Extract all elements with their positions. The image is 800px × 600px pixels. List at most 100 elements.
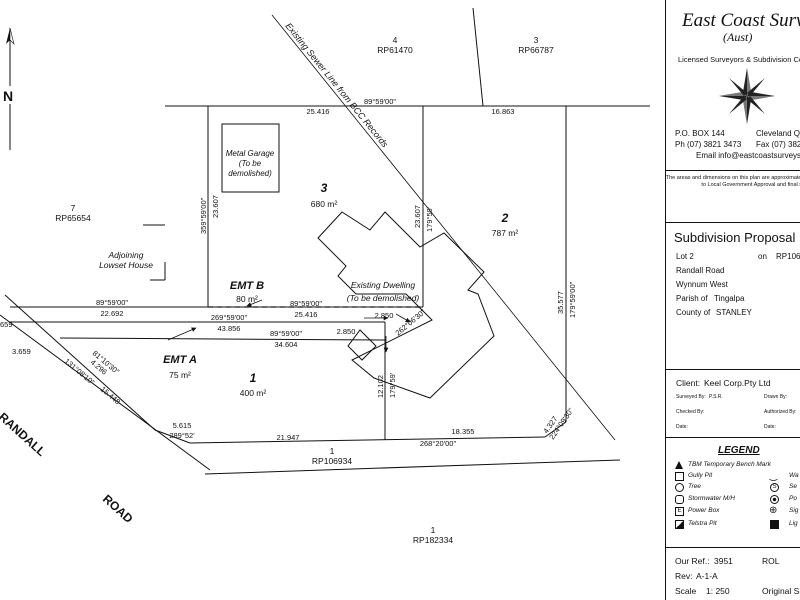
lot4-rp: RP61470: [377, 45, 413, 55]
original-size: Original Si: [762, 586, 800, 596]
city: Cleveland Q: [756, 129, 800, 138]
garage-label-1: Metal Garage: [226, 149, 275, 158]
power-pole-icon: [770, 495, 779, 504]
lot3-label: 3: [321, 181, 328, 195]
dim-top-bearing: 89°59'00": [364, 97, 396, 106]
lot3-area: 680 m²: [311, 199, 338, 209]
garage-label-3: demolished): [228, 169, 272, 178]
legend-item-gully: Gully Pit: [688, 472, 713, 479]
lot1-road-rp: RP182334: [413, 535, 453, 545]
dim-len-43856: 43.856: [218, 324, 241, 333]
company-sub: (Aust): [723, 30, 753, 44]
dim-lot3-east-bearing: 179°59': [425, 206, 434, 232]
county: STANLEY: [716, 308, 752, 317]
rev-label: Rev:: [675, 571, 693, 581]
rev: A-1-A: [696, 571, 718, 581]
triangle-icon: [675, 461, 683, 469]
surveyed-by: P.S.R.: [709, 394, 723, 400]
existing-dwelling: [317, 211, 495, 399]
dim-bearing-179b: 179°59': [388, 372, 397, 398]
dim-emtb-bearing: 89°59'00": [290, 299, 322, 308]
dwelling-label-2: (To be demolished): [347, 293, 420, 303]
garage-label-2: (To be: [239, 159, 262, 168]
legend-item-stormwater: Stormwater M/H: [688, 495, 735, 502]
dim-len-18355: 18.355: [452, 427, 475, 436]
sewer-note: Existing Sewer Line from BCC Records: [283, 21, 390, 150]
our-ref: 3951: [714, 556, 733, 566]
title-block: East Coast Surveyors (Aust) Licensed Sur…: [665, 0, 800, 600]
octagon-icon: [675, 495, 684, 504]
tree-icon: [675, 483, 684, 492]
dimension-arrows: [167, 299, 411, 353]
dim-lot3-west-bearing: 359°59'00": [199, 197, 208, 234]
e-box-icon: E: [675, 507, 684, 516]
legend-box: LEGEND TBM Temporary Bench Mark Gully Pi…: [666, 437, 800, 548]
lot1-area: 400 m²: [240, 388, 267, 398]
lot1-south-number: 1: [330, 446, 335, 456]
dim-len-15448: 15.448: [99, 385, 122, 407]
dim-lot3-west-len: 23.607: [211, 195, 220, 218]
company-tagline: Licensed Surveyors & Subdivision Consult…: [678, 55, 800, 64]
dim-top-left: 25.416: [307, 107, 330, 116]
phone: Ph (07) 3821 3473: [675, 140, 742, 149]
client-box: Client: Keel Corp.Pty Ltd Surveyed By: P…: [666, 369, 800, 438]
dim-bearing-289: 289°52': [169, 431, 195, 440]
legend-item-water: Wa: [789, 472, 799, 479]
water-meter-icon: ⏝: [769, 470, 778, 480]
company-header: East Coast Surveyors (Aust) Licensed Sur…: [666, 0, 800, 171]
footer-box: Our Ref.: 3951 ROL Rev: A-1-A Scale 1: 2…: [666, 547, 800, 600]
emt-a-area: 75 m²: [169, 370, 191, 380]
sign-icon: ⊕: [769, 505, 778, 516]
fax: Fax (07) 382: [756, 140, 800, 149]
lot2-area: 787 m²: [492, 228, 519, 238]
adjoining-label: Adjoining: [108, 250, 144, 260]
date-label-left: Date:: [676, 424, 688, 430]
dim-len-5615: 5.615: [173, 421, 192, 430]
emt-b-label: EMT B: [230, 280, 264, 292]
dim-right-bearing: 179°59'00": [568, 281, 577, 318]
sewer-icon: S: [770, 483, 779, 492]
parish-label: Parish of: [676, 294, 708, 303]
rol: ROL: [762, 556, 780, 566]
legend-item-telstra: Telstra Pit: [688, 520, 717, 527]
dim-right-len: 35.577: [556, 291, 565, 314]
emt-b-area: 80 m²: [236, 294, 258, 304]
county-label: County of: [676, 308, 711, 317]
dimension-labels: 89°59'00" 25.416 16.863 359°59'00" 23.60…: [0, 97, 577, 448]
adjoining-house: [143, 224, 166, 281]
client-label: Client:: [676, 378, 701, 388]
surveyed-by-label: Surveyed By:: [676, 394, 706, 400]
north-arrow-icon: N: [1, 27, 17, 150]
dim-bearing-269: 269°59'00": [211, 313, 248, 322]
dim-left-len: 22.692: [101, 309, 124, 318]
lot-number: Lot 2: [676, 252, 694, 261]
po-box: P.O. BOX 144: [675, 129, 725, 138]
dwelling-label-1: Existing Dwelling: [351, 280, 416, 290]
metal-garage: [221, 123, 280, 193]
disclaimer-text: The areas and dimensions on this plan ar…: [666, 175, 800, 188]
parish: Tingalpa: [714, 294, 745, 303]
legend-item-sign: Sig: [789, 507, 799, 514]
emt-a-label: EMT A: [163, 354, 197, 366]
road-name: Randall Road: [676, 266, 725, 275]
email: Email info@eastcoastsurveys.co: [696, 151, 800, 160]
lot1-label: 1: [250, 371, 257, 385]
lot1-road-number: 1: [431, 525, 436, 535]
legend-item-sewer: Se: [789, 483, 797, 490]
legend-item-power-pole: Po: [789, 495, 797, 502]
dim-lot3-east-len: 23.607: [413, 205, 422, 228]
north-label: N: [3, 88, 13, 104]
dim-emtb-len: 25.416: [295, 310, 318, 319]
proposal-title: Subdivision Proposal: [674, 230, 796, 245]
legend-item-tbm: TBM Temporary Bench Mark: [688, 461, 771, 468]
client-name: Keel Corp.Pty Ltd: [704, 378, 771, 388]
dim-bearing-262: 262°06'30": [394, 307, 428, 337]
checked-by-label: Checked By:: [676, 409, 705, 415]
legend-title: LEGEND: [718, 445, 760, 456]
lot4-number: 4: [393, 35, 398, 45]
dim-len-2850a: 2.850: [375, 311, 394, 320]
suburb: Wynnum West: [676, 280, 728, 289]
dim-left-bearing: 89°59'00": [96, 298, 128, 307]
dim-len-3659: 3.659: [12, 347, 31, 356]
